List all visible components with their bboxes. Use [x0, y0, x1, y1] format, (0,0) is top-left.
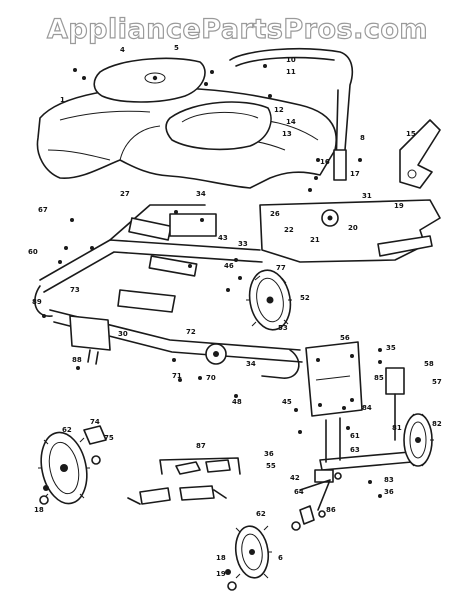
- callout-62: 62: [62, 426, 72, 434]
- callout-31: 31: [362, 192, 372, 200]
- callout-12: 12: [274, 106, 284, 114]
- callout-35: 35: [386, 344, 396, 352]
- callout-75: 75: [104, 434, 114, 442]
- callout-85: 85: [374, 374, 384, 382]
- callout-60: 60: [28, 248, 38, 256]
- callout-83: 83: [384, 476, 394, 484]
- callout-48: 48: [232, 398, 242, 406]
- side-plate: [305, 341, 363, 417]
- callout-71: 71: [172, 372, 182, 380]
- callout-81: 81: [392, 424, 402, 432]
- callout-34: 34: [196, 190, 206, 198]
- fasteners: [42, 64, 382, 498]
- small-hardware: [39, 425, 237, 591]
- caster-frame: [299, 417, 413, 511]
- lift-rails: [291, 472, 342, 531]
- callout-36: 36: [264, 450, 274, 458]
- front-right-wheel: [403, 413, 434, 467]
- callout-26: 26: [270, 210, 280, 218]
- callout-1: 1: [60, 96, 65, 104]
- callout-84: 84: [362, 404, 372, 412]
- callout-42: 42: [290, 474, 300, 482]
- hardware-kit: [127, 457, 241, 505]
- pivot-bracket: [399, 119, 441, 189]
- callout-61: 61: [350, 432, 360, 440]
- callout-77: 77: [276, 264, 286, 272]
- hub-plate: [205, 343, 227, 365]
- rear-wheel-upper: [246, 269, 292, 331]
- callout-74: 74: [90, 418, 100, 426]
- callout-20: 20: [348, 224, 358, 232]
- callout-89: 89: [32, 298, 42, 306]
- callout-45: 45: [282, 398, 292, 406]
- callout-62b: 62: [256, 510, 266, 518]
- callout-56: 56: [340, 334, 350, 342]
- callout-87: 87: [196, 442, 206, 450]
- front-left-wheel: [38, 431, 90, 505]
- center-panel: [165, 101, 272, 151]
- callout-5: 5: [174, 44, 179, 52]
- steering-column: [229, 47, 354, 181]
- callout-36b: 36: [384, 488, 394, 496]
- callout-58: 58: [424, 360, 434, 368]
- callout-64: 64: [294, 488, 304, 496]
- seat-pan: [93, 57, 206, 103]
- callout-10: 10: [286, 56, 296, 64]
- front-bracket: [69, 315, 111, 365]
- center-brackets: [117, 213, 217, 313]
- callout-82: 82: [432, 420, 442, 428]
- callout-18b: 18: [216, 554, 226, 562]
- caster-bracket: [385, 367, 405, 441]
- callout-52: 52: [300, 294, 310, 302]
- callout-15: 15: [406, 130, 416, 138]
- callout-63: 63: [350, 446, 360, 454]
- callout-16: 16: [320, 158, 330, 166]
- callout-19: 19: [394, 202, 404, 210]
- frame-plate: [259, 199, 441, 263]
- callout-88: 88: [72, 356, 82, 364]
- callout-53: 53: [278, 324, 288, 332]
- callout-73: 73: [70, 286, 80, 294]
- callout-4: 4: [120, 46, 125, 54]
- callout-43: 43: [218, 234, 228, 242]
- callout-55: 55: [266, 462, 276, 470]
- callout-72: 72: [186, 328, 196, 336]
- callout-27: 27: [120, 190, 130, 198]
- callout-57: 57: [432, 378, 442, 386]
- callout-8: 8: [360, 134, 365, 142]
- callout-33: 33: [238, 240, 248, 248]
- callout-13: 13: [282, 130, 292, 138]
- callout-19b: 19: [216, 570, 226, 578]
- callout-46: 46: [224, 262, 234, 270]
- callout-6: 6: [278, 554, 283, 562]
- callout-labels: 4 5 1 10 11 12 13 14 15 8 16 17 27 34 31…: [28, 44, 442, 578]
- callout-18: 18: [34, 506, 44, 514]
- callout-67: 67: [38, 206, 48, 214]
- callout-34b: 34: [246, 360, 256, 368]
- callout-22: 22: [284, 226, 294, 234]
- callout-21: 21: [310, 236, 320, 244]
- callout-70: 70: [206, 374, 216, 382]
- rear-wheel-lower: [234, 525, 272, 579]
- callout-14: 14: [286, 118, 296, 126]
- callout-30: 30: [118, 330, 128, 338]
- callout-17: 17: [350, 170, 360, 178]
- callout-86: 86: [326, 506, 336, 514]
- callout-11: 11: [286, 68, 296, 76]
